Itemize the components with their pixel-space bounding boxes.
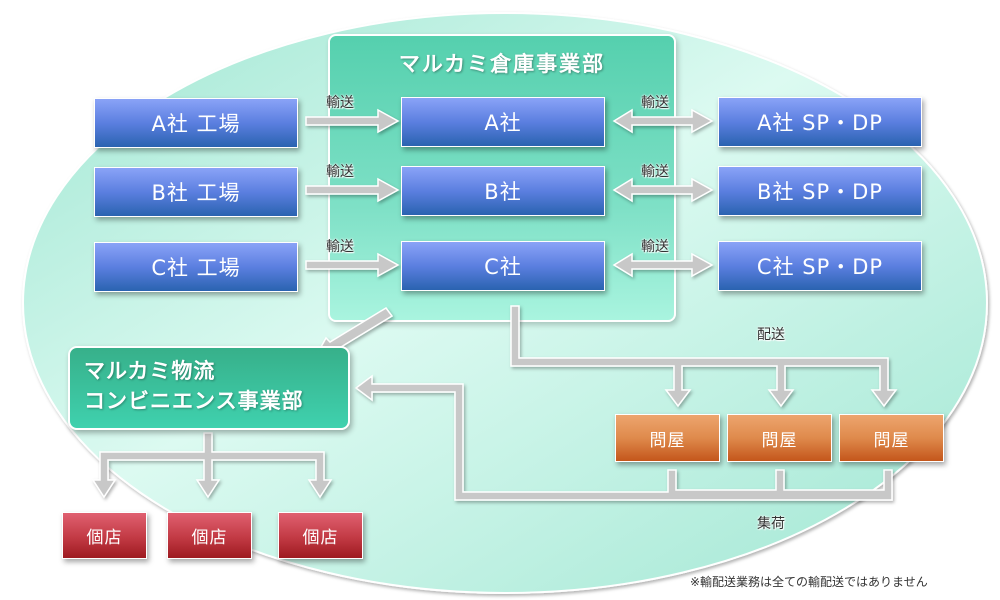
- factory-b: B社 工場: [94, 167, 298, 217]
- transport-double-arrow-b: [612, 177, 714, 203]
- footnote: ※輸配送業務は全ての輸配送ではありません: [690, 575, 928, 589]
- sp-dp-a: A社 SP・DP: [718, 97, 922, 147]
- transport-arrow-a: [305, 108, 400, 134]
- delivery-tree-arrows: [510, 305, 898, 408]
- warehouse-company-a: A社: [401, 97, 605, 147]
- convenience-division-line2: コンビニエンス事業部: [84, 389, 304, 413]
- warehouse-division-title: マルカミ倉庫事業部: [398, 52, 606, 76]
- store-2: 個店: [167, 512, 252, 559]
- collection-arrows: [354, 374, 893, 501]
- wholesaler-2: 問屋: [727, 414, 832, 462]
- wholesaler-3: 問屋: [839, 414, 944, 462]
- factory-c: C社 工場: [94, 242, 298, 292]
- label-delivery: 配送: [757, 327, 785, 343]
- warehouse-company-b: B社: [401, 166, 605, 216]
- transport-double-arrow-a: [612, 108, 714, 134]
- label-transport-in-c: 輸送: [326, 239, 354, 255]
- transport-arrow-b: [305, 177, 400, 203]
- sp-dp-b: B社 SP・DP: [718, 166, 922, 216]
- sp-dp-c: C社 SP・DP: [718, 241, 922, 291]
- store-3: 個店: [278, 512, 363, 559]
- store-1: 個店: [62, 512, 147, 559]
- store-tree-arrows: [91, 432, 333, 499]
- label-collection: 集荷: [757, 516, 785, 532]
- label-transport-in-a: 輸送: [326, 95, 354, 111]
- convenience-division-line1: マルカミ物流: [84, 359, 216, 383]
- warehouse-company-c: C社: [401, 241, 605, 291]
- label-transport-out-b: 輸送: [641, 164, 669, 180]
- label-transport-in-b: 輸送: [326, 164, 354, 180]
- label-transport-out-a: 輸送: [641, 95, 669, 111]
- transport-arrow-c: [305, 252, 400, 278]
- wholesaler-1: 問屋: [615, 414, 720, 462]
- transport-double-arrow-c: [612, 252, 714, 278]
- convenience-division-box: マルカミ物流 コンビニエンス事業部: [68, 346, 350, 430]
- label-transport-out-c: 輸送: [641, 239, 669, 255]
- factory-a: A社 工場: [94, 98, 298, 148]
